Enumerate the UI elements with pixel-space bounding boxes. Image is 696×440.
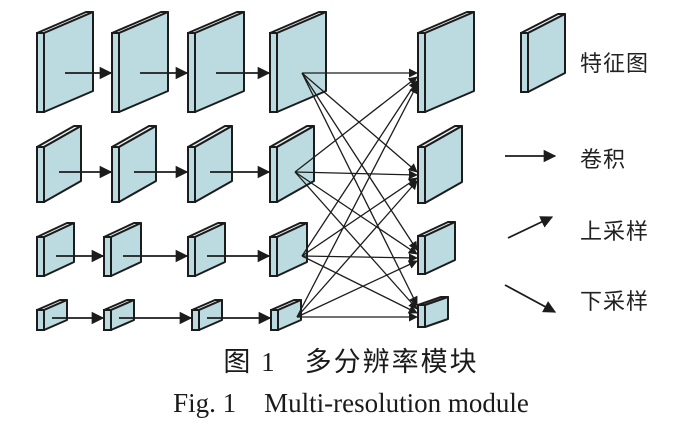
figure-number-cn: 图 1 bbox=[223, 347, 277, 377]
output-feature-map-3 bbox=[417, 221, 456, 275]
output-feature-map-2 bbox=[417, 125, 463, 204]
feature-map-r1-c4 bbox=[269, 11, 327, 113]
feature-map-r2-c3 bbox=[187, 125, 233, 203]
fusion-upsample-arrow-b2-to-o1 bbox=[294, 76, 418, 173]
figure-title-en: Multi-resolution module bbox=[264, 388, 529, 418]
figure-caption-chinese: 图 1 多分辨率模块 bbox=[0, 340, 696, 379]
feature-map-r3-c3 bbox=[187, 222, 226, 277]
downsample-arrow-icon bbox=[504, 284, 557, 313]
output-feature-map-1 bbox=[417, 11, 475, 113]
feature-map-r2-c2 bbox=[111, 125, 157, 203]
feature-map-r4-c2 bbox=[103, 299, 135, 331]
fusion-downsample-arrow-b2-to-o4 bbox=[294, 171, 418, 310]
feature-map-r2-c1 bbox=[36, 125, 82, 203]
figure-caption-english: Fig. 1 Multi-resolution module bbox=[0, 388, 696, 419]
feature-map-r4-c1 bbox=[36, 299, 68, 331]
feature-map-r4-c4 bbox=[270, 299, 302, 331]
fusion-upsample-arrow-b4-to-o2 bbox=[296, 180, 418, 318]
feature-map-icon bbox=[520, 13, 566, 93]
legend-label-convolution: 卷积 bbox=[580, 148, 627, 173]
fusion-downsample-arrow-b3-to-o4 bbox=[301, 255, 418, 314]
feature-map-r1-c3 bbox=[187, 11, 245, 113]
feature-map-r2-c4 bbox=[269, 125, 315, 203]
upsample-arrow-icon bbox=[507, 216, 554, 239]
output-feature-map-4 bbox=[417, 296, 449, 328]
legend-label-feature-map: 特征图 bbox=[580, 52, 650, 77]
legend-label-downsample: 下采样 bbox=[580, 290, 650, 315]
feature-map-r3-c1 bbox=[36, 222, 75, 277]
feature-map-r3-c4 bbox=[269, 222, 308, 277]
feature-map-r3-c2 bbox=[103, 222, 142, 277]
fusion-upsample-arrow-b3-to-o2 bbox=[301, 177, 418, 257]
fusion-upsample-arrow-b4-to-o3 bbox=[296, 260, 418, 318]
figure-title-cn: 多分辨率模块 bbox=[304, 347, 479, 377]
multi-resolution-diagram bbox=[36, 11, 566, 331]
fusion-downsample-arrow-b1-to-o3 bbox=[301, 72, 418, 251]
fusion-upsample-arrow-b4-to-o1 bbox=[296, 84, 418, 318]
figure-number-en: Fig. 1 bbox=[173, 388, 237, 418]
fusion-upsample-arrow-b3-to-o1 bbox=[301, 80, 418, 257]
legend-label-upsample: 上采样 bbox=[580, 220, 650, 245]
feature-map-r1-c1 bbox=[36, 11, 94, 113]
fusion-downsample-arrow-b1-to-o4 bbox=[301, 72, 418, 306]
fusion-convolution-arrow-b3-to-o3 bbox=[301, 253, 418, 263]
feature-map-r1-c2 bbox=[111, 11, 169, 113]
fusion-downsample-arrow-b2-to-o3 bbox=[294, 171, 418, 255]
feature-map-r4-c3 bbox=[191, 299, 223, 331]
